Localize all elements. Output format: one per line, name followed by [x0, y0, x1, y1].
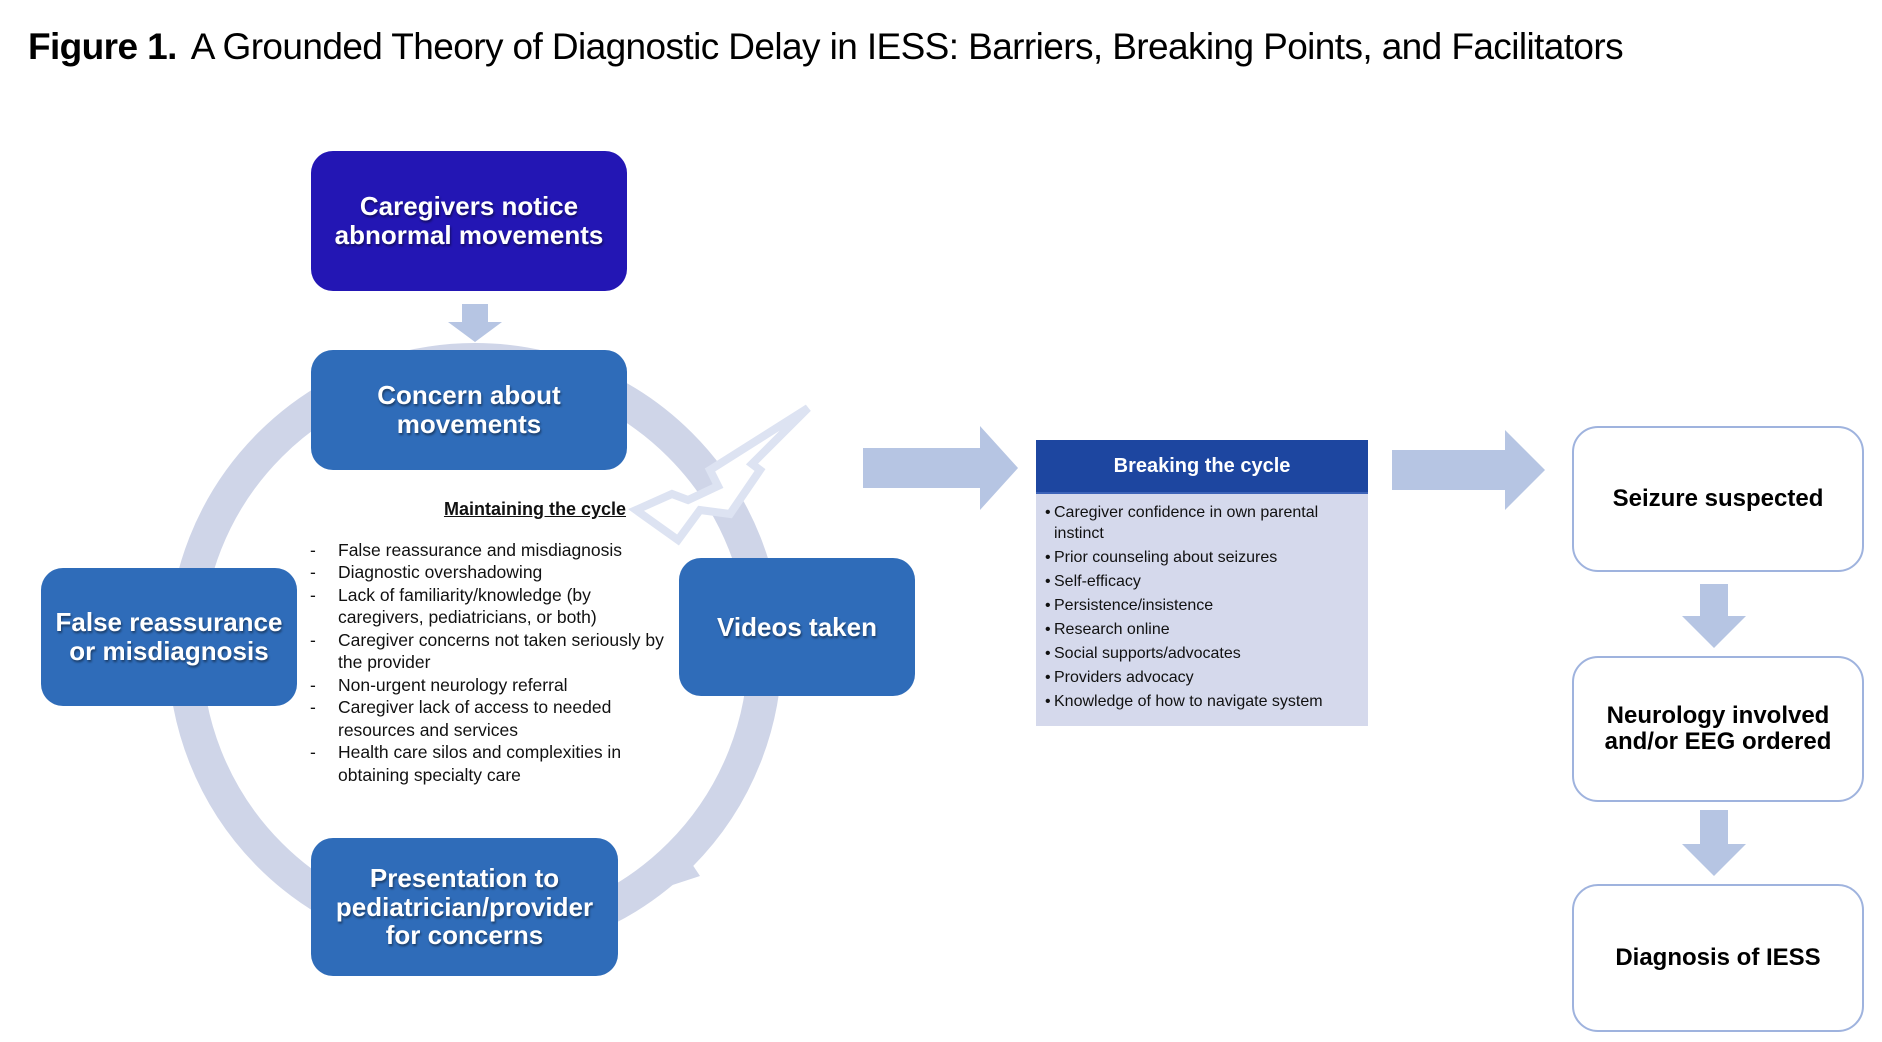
node-label: Concern about movements: [377, 380, 561, 439]
list-item: Caregiver confidence in own parental ins…: [1045, 502, 1360, 544]
list-item: Knowledge of how to navigate system: [1045, 691, 1360, 712]
maintaining-cycle-panel: Maintaining the cycle False reassurance …: [310, 498, 680, 786]
down-arrow-icon: [1682, 810, 1746, 876]
cycle-node-false-reassurance: False reassurance or misdiagnosis: [41, 568, 297, 706]
list-item: Self-efficacy: [1045, 571, 1360, 592]
breaking-cycle-panel: Breaking the cycle Caregiver confidence …: [1036, 440, 1368, 726]
figure-title: Figure 1. A Grounded Theory of Diagnostic…: [28, 26, 1624, 68]
node-label: Caregivers notice abnormal movements: [334, 191, 604, 250]
cycle-node-videos: Videos taken: [679, 558, 915, 696]
breaking-heading: Breaking the cycle: [1036, 440, 1368, 494]
list-item: Health care silos and complexities in ob…: [310, 741, 680, 786]
list-item: Prior counseling about seizures: [1045, 547, 1360, 568]
node-label: Presentation to pediatrician/provider fo…: [335, 863, 594, 951]
list-item: Caregiver lack of access to needed resou…: [310, 696, 680, 741]
node-label: Videos taken: [717, 611, 877, 642]
figure-title-text: A Grounded Theory of Diagnostic Delay in…: [190, 26, 1624, 67]
node-label: Diagnosis of IESS: [1615, 943, 1821, 971]
list-item: Providers advocacy: [1045, 667, 1360, 688]
cycle-node-presentation: Presentation to pediatrician/provider fo…: [311, 838, 618, 976]
outcome-neurology-involved: Neurology involved and/or EEG ordered: [1572, 656, 1864, 802]
figure-label: Figure 1.: [28, 26, 177, 67]
node-label: Neurology involved and/or EEG ordered: [1604, 701, 1832, 755]
right-arrow-icon: [863, 426, 1018, 510]
down-arrow-icon: [448, 304, 502, 342]
breaking-list: Caregiver confidence in own parental ins…: [1036, 502, 1368, 712]
cycle-arrowhead-icon: [642, 843, 700, 895]
list-item: Diagnostic overshadowing: [310, 561, 680, 584]
outcome-seizure-suspected: Seizure suspected: [1572, 426, 1864, 572]
list-item: Research online: [1045, 619, 1360, 640]
list-item: Social supports/advocates: [1045, 643, 1360, 664]
list-item: Non-urgent neurology referral: [310, 674, 680, 697]
cycle-node-concern: Concern about movements: [311, 350, 627, 470]
outcome-diagnosis: Diagnosis of IESS: [1572, 884, 1864, 1032]
right-arrow-icon: [1392, 430, 1545, 510]
start-node-caregivers-notice: Caregivers notice abnormal movements: [311, 151, 627, 291]
maintaining-list: False reassurance and misdiagnosis Diagn…: [310, 539, 680, 787]
node-label: Seizure suspected: [1612, 484, 1824, 512]
maintaining-heading: Maintaining the cycle: [443, 499, 627, 519]
list-item: Lack of familiarity/knowledge (by caregi…: [310, 584, 680, 629]
down-arrow-icon: [1682, 584, 1746, 648]
list-item: False reassurance and misdiagnosis: [310, 539, 680, 562]
node-label: False reassurance or misdiagnosis: [55, 607, 283, 666]
lightning-break-icon: [627, 404, 811, 546]
list-item: Caregiver concerns not taken seriously b…: [310, 629, 680, 674]
list-item: Persistence/insistence: [1045, 595, 1360, 616]
